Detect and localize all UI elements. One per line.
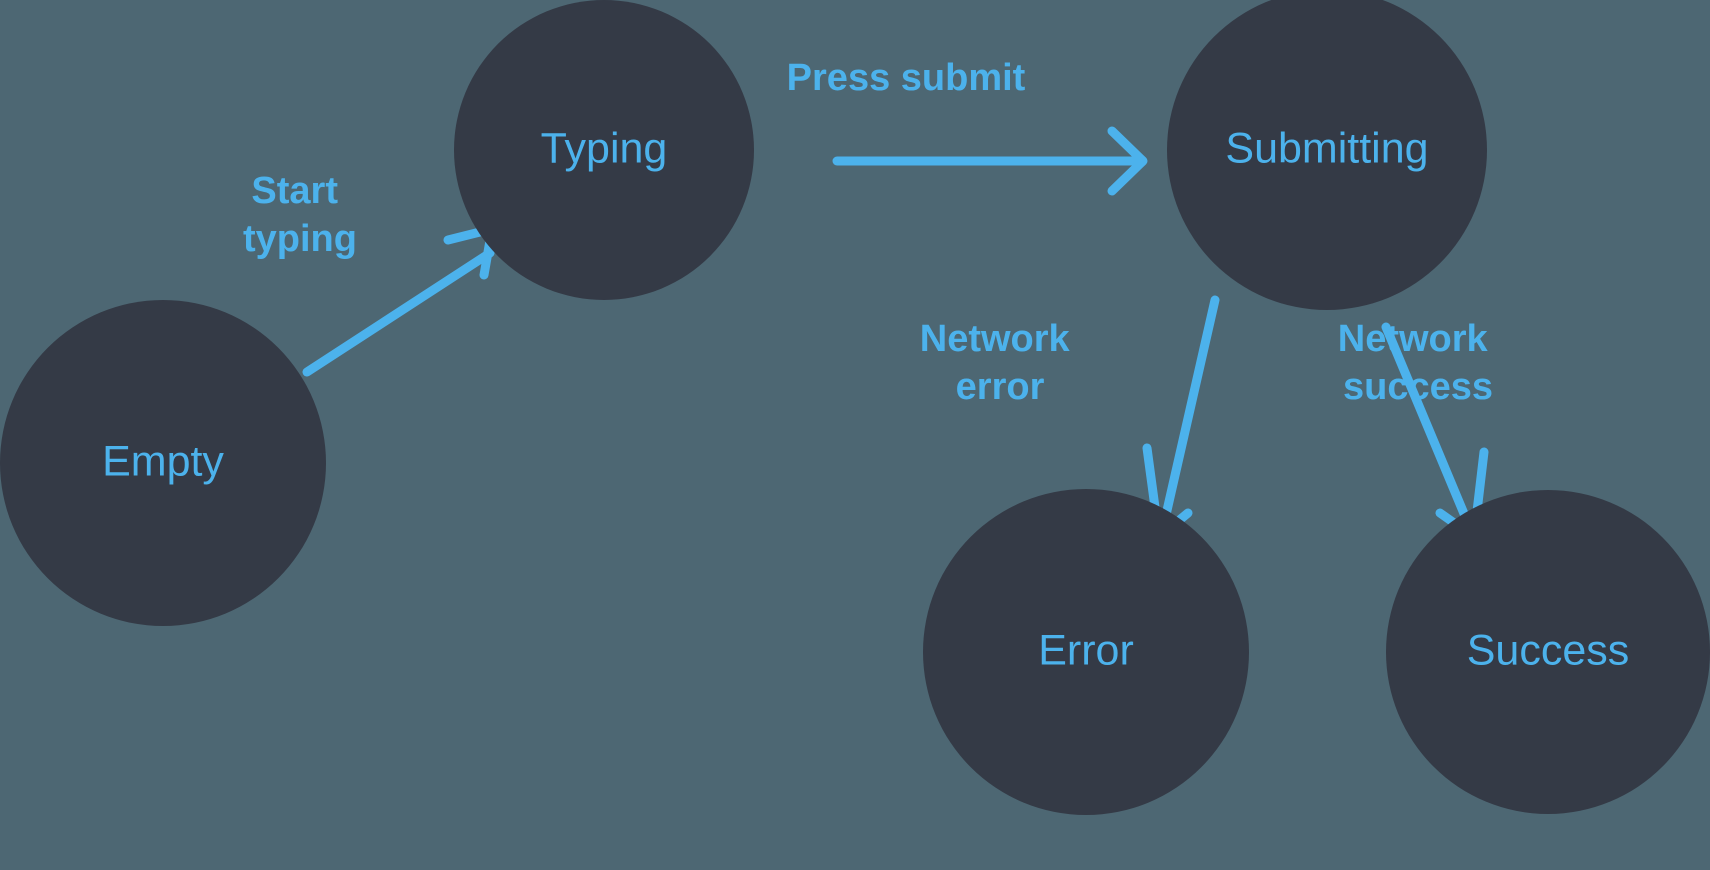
state-node-success[interactable]: Success bbox=[1386, 490, 1710, 814]
state-node-empty[interactable]: Empty bbox=[0, 300, 326, 626]
transition-network-error-label-line-2: error bbox=[956, 366, 1045, 408]
state-node-submitting[interactable]: Submitting bbox=[1167, 0, 1487, 310]
transition-press-submit-arrowhead-icon bbox=[1107, 126, 1148, 196]
state-node-success-label: Success bbox=[1467, 626, 1630, 674]
transition-network-error-label-line-1: Network bbox=[920, 318, 1071, 360]
state-node-submitting-label: Submitting bbox=[1225, 124, 1428, 172]
transition-start-typing-label-line-1: Start bbox=[251, 170, 338, 212]
state-node-submitting-circle bbox=[1167, 0, 1487, 310]
transition-network-success[interactable]: Network success bbox=[1338, 318, 1498, 542]
transition-network-error-label: Network error bbox=[920, 318, 1080, 408]
transition-network-success-line bbox=[1381, 322, 1475, 533]
state-node-error-circle bbox=[923, 489, 1249, 815]
state-node-typing-label: Typing bbox=[541, 124, 668, 172]
state-node-success-circle bbox=[1386, 490, 1710, 814]
transition-press-submit-label: Press submit bbox=[787, 57, 1026, 99]
transition-start-typing-label-line-2: typing bbox=[243, 218, 357, 260]
state-node-error-label: Error bbox=[1038, 626, 1134, 674]
transition-network-error-line bbox=[1158, 295, 1220, 533]
transition-press-submit[interactable]: Press submit bbox=[787, 57, 1148, 196]
transition-start-typing-line bbox=[302, 248, 495, 377]
state-node-typing-circle bbox=[454, 0, 754, 300]
transition-network-success-label: Network success bbox=[1338, 318, 1498, 408]
transition-press-submit-label-line-1: Press submit bbox=[787, 57, 1026, 99]
state-node-typing[interactable]: Typing bbox=[454, 0, 754, 300]
transition-network-success-label-line-1: Network bbox=[1338, 318, 1489, 360]
state-node-empty-circle bbox=[0, 300, 326, 626]
state-node-error[interactable]: Error bbox=[923, 489, 1249, 815]
transition-network-success-label-line-2: success bbox=[1343, 366, 1493, 408]
transition-start-typing-label: Start typing bbox=[243, 170, 357, 260]
state-node-empty-label: Empty bbox=[102, 437, 224, 485]
transition-start-typing[interactable]: Start typing bbox=[243, 170, 497, 377]
